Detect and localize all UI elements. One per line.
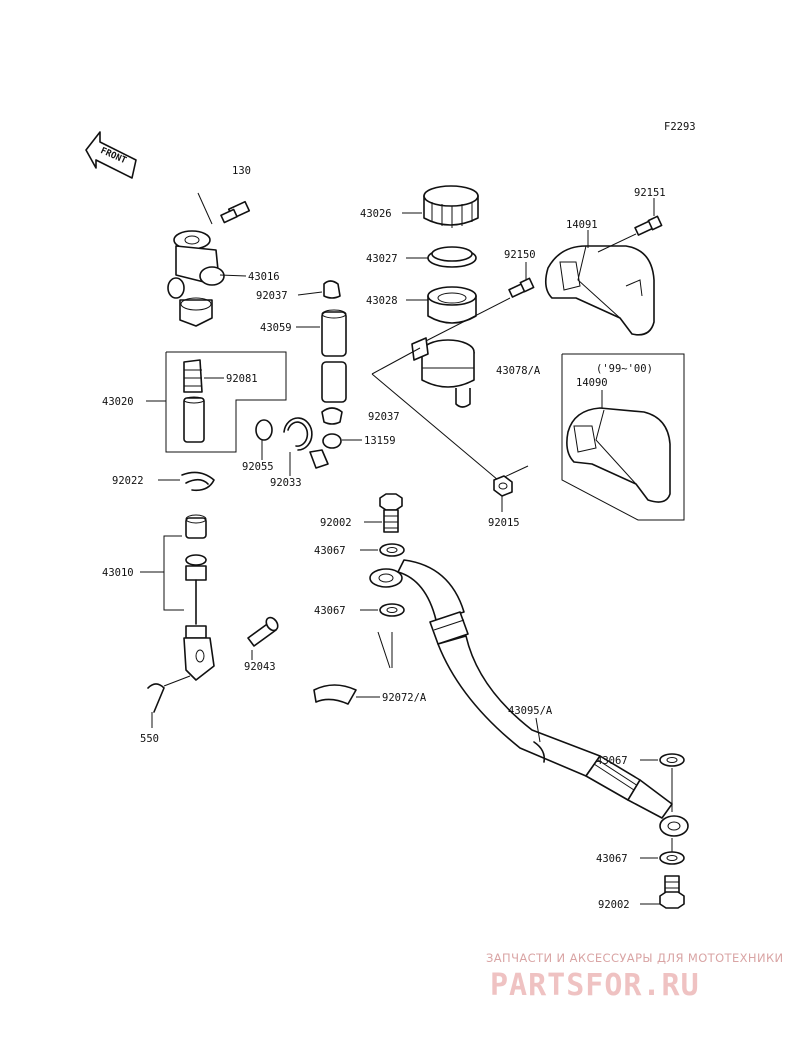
callout-43067-c: 43067	[596, 755, 628, 767]
clamp-92072	[313, 684, 380, 705]
watermark-tagline: ЗАПЧАСТИ И АКСЕССУАРЫ ДЛЯ МОТОТЕХНИКИ	[486, 951, 784, 965]
washer-43067-b	[360, 603, 405, 669]
watermark: ЗАПЧАСТИ И АКСЕССУАРЫ ДЛЯ МОТОТЕХНИКИ PA…	[486, 951, 784, 1003]
callout-92037-upper: 92037	[256, 290, 288, 302]
watermark-brand: PARTSFOR.RU	[490, 968, 700, 1003]
callout-92037-lower: 92037	[368, 411, 400, 423]
callout-92015: 92015	[488, 517, 520, 529]
callout-92072: 92072/A	[382, 692, 427, 704]
circlip-92033	[283, 417, 313, 476]
callout-43067-a: 43067	[314, 545, 346, 557]
reservoir-cap-43026	[402, 185, 479, 228]
callout-43027: 43027	[366, 253, 398, 265]
figure-ref-code: F2293	[664, 121, 696, 133]
callout-92055: 92055	[242, 461, 274, 473]
callout-92081: 92081	[226, 373, 258, 385]
piston-kit-43020	[146, 351, 287, 453]
bolt-92150	[419, 262, 535, 345]
callout-43016: 43016	[248, 271, 280, 283]
front-arrow-icon: FRONT	[85, 131, 137, 179]
washer-43067-a	[360, 543, 405, 557]
callout-92002-upper: 92002	[320, 517, 352, 529]
variant-note: ('99~'00)	[596, 363, 653, 375]
callout-43028: 43028	[366, 295, 398, 307]
callout-92022: 92022	[112, 475, 144, 487]
cover-14091	[544, 230, 655, 336]
push-rod-43010	[140, 514, 215, 681]
callout-43067-d: 43067	[596, 853, 628, 865]
union-bolt-92002-upper	[364, 493, 403, 533]
callout-43026: 43026	[360, 208, 392, 220]
washer-43067-c	[640, 753, 685, 812]
fitting-13159	[309, 433, 362, 469]
hose-43059	[296, 309, 347, 403]
washer-43067-d	[640, 838, 685, 865]
callout-43078: 43078/A	[496, 365, 541, 377]
callout-550: 550	[140, 733, 159, 745]
callout-43059: 43059	[260, 322, 292, 334]
callout-43067-b: 43067	[314, 605, 346, 617]
plate-43027	[406, 246, 477, 268]
o-ring-92055	[255, 419, 273, 460]
nut-92015	[493, 475, 513, 512]
callout-92002-lower: 92002	[598, 899, 630, 911]
callout-13159: 13159	[364, 435, 396, 447]
callout-14091: 14091	[566, 219, 598, 231]
diaphragm-43028	[406, 286, 477, 324]
pin-92043	[247, 616, 279, 660]
callout-92043: 92043	[244, 661, 276, 673]
circlip-92022	[158, 471, 215, 492]
callout-14090: 14090	[576, 377, 608, 389]
callout-43010: 43010	[102, 567, 134, 579]
bolt-130	[197, 192, 251, 225]
union-joint-43016	[167, 230, 247, 327]
callout-130: 130	[232, 165, 251, 177]
clamp-92037-upper	[297, 280, 341, 299]
callout-43020: 43020	[102, 396, 134, 408]
callout-92151: 92151	[634, 187, 666, 199]
callout-43095: 43095/A	[508, 705, 553, 717]
reservoir-43078	[371, 337, 529, 481]
callout-92033: 92033	[270, 477, 302, 489]
cotter-pin-550	[147, 675, 191, 728]
callout-92150: 92150	[504, 249, 536, 261]
bolt-92151	[597, 198, 663, 253]
variant-box	[561, 353, 685, 521]
union-bolt-92002-lower	[640, 875, 685, 909]
clamp-92037-lower	[321, 407, 343, 425]
